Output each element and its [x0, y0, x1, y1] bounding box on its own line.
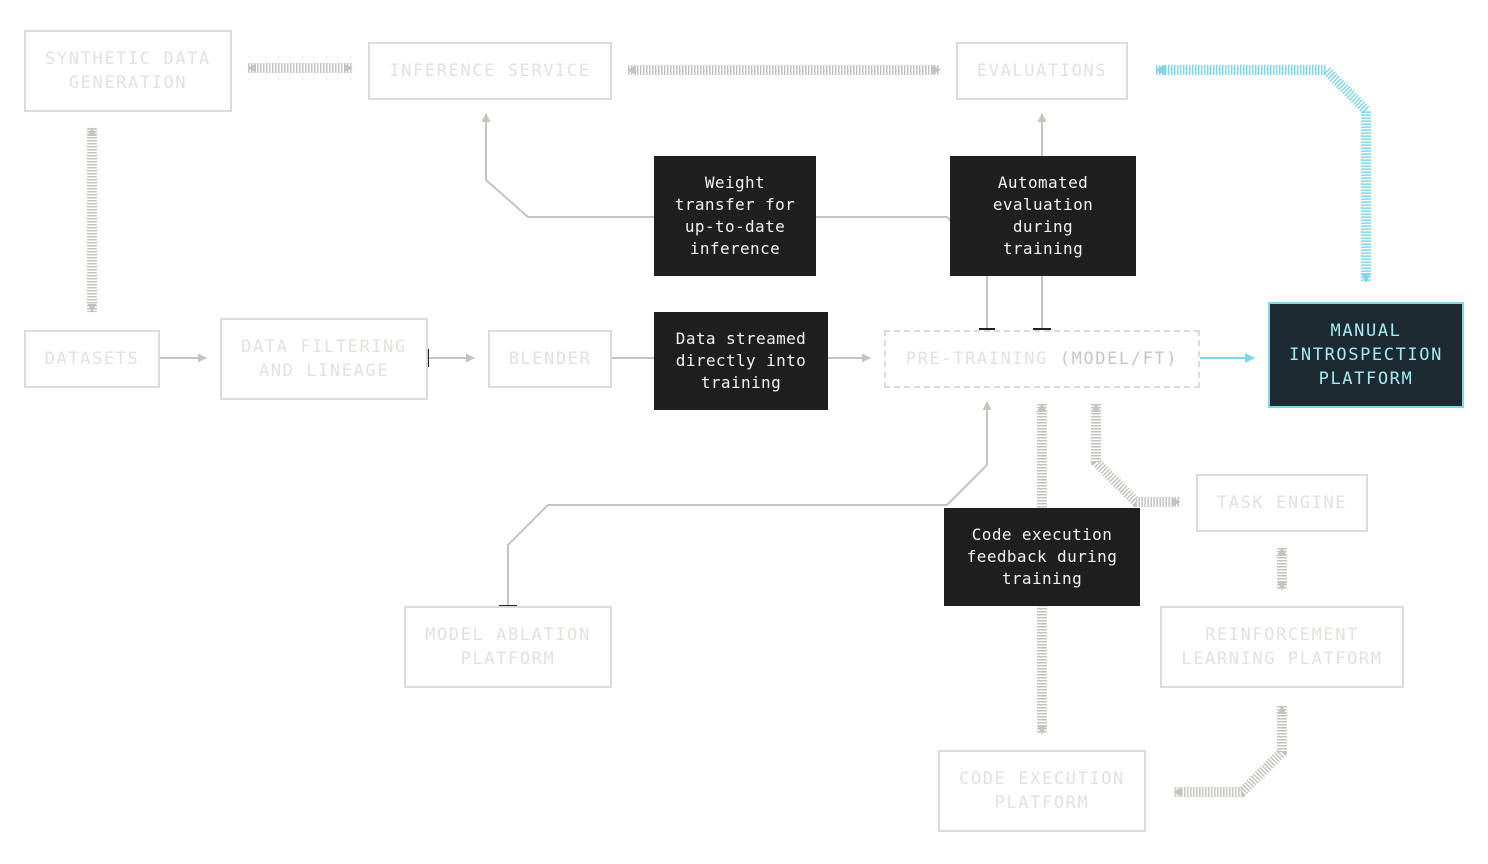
node-model-ablation[interactable]: MODEL ABLATION PLATFORM [404, 606, 612, 688]
node-task-engine[interactable]: TASK ENGINE [1196, 474, 1368, 532]
node-synthetic-data-generation[interactable]: SYNTHETIC DATA GENERATION [24, 30, 232, 112]
node-code-execution[interactable]: CODE EXECUTION PLATFORM [938, 750, 1146, 832]
pretraining-sublabel: (MODEL/FT) [1059, 349, 1179, 369]
note-automated-evaluation: Automated evaluation during training [950, 156, 1136, 276]
link-evaluations-introspection [1155, 65, 1371, 283]
node-reinforcement-learning[interactable]: REINFORCEMENT LEARNING PLATFORM [1160, 606, 1404, 688]
node-datasets[interactable]: DATASETS [24, 330, 160, 388]
pretraining-label: PRE-TRAINING [905, 349, 1060, 369]
link-pretraining-task-engine [1091, 403, 1181, 507]
node-data-filtering[interactable]: DATA FILTERING AND LINEAGE [220, 318, 428, 400]
note-data-streamed: Data streamed directly into training [654, 312, 828, 410]
node-evaluations[interactable]: EVALUATIONS [956, 42, 1128, 100]
node-inference-service[interactable]: INFERENCE SERVICE [368, 42, 612, 100]
node-manual-introspection[interactable]: MANUAL INTROSPECTION PLATFORM [1268, 302, 1464, 408]
node-pretraining[interactable]: PRE-TRAINING (MODEL/FT) [884, 330, 1200, 388]
link-rl-code-execution [1173, 705, 1287, 797]
node-blender[interactable]: BLENDER [488, 330, 612, 388]
note-code-execution-feedback: Code execution feedback during training [944, 508, 1140, 606]
flow-ablation-pretraining [507, 401, 992, 606]
note-weight-transfer: Weight transfer for up-to-date inference [654, 156, 816, 276]
